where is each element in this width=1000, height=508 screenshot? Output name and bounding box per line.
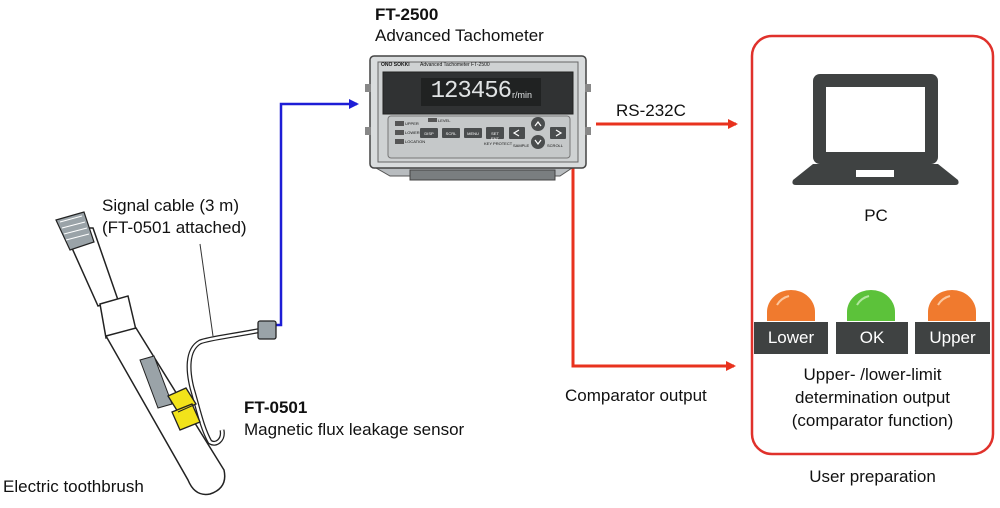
up-arrow-icon (534, 121, 542, 127)
comparator-output-label: Comparator output (565, 386, 707, 405)
lamp-ok-icon (847, 290, 895, 321)
display-unit: r/min (512, 90, 532, 100)
comparator-description-line2: determination output (795, 388, 950, 407)
sensor-model: FT-0501 (244, 398, 308, 417)
level-label: LEVEL (438, 118, 451, 123)
sub-label: SCROLL (547, 143, 564, 148)
left-arrow-button[interactable] (509, 127, 525, 139)
right-arrow-icon (555, 129, 563, 137)
sub-label: SAMPLE (513, 143, 530, 148)
sensor-icon (167, 387, 201, 431)
pc-label: PC (864, 206, 888, 225)
panel-brand: ONO SOKKI (381, 62, 410, 68)
lamp-upper-icon (928, 290, 976, 321)
signal-cable-label-line2: (FT-0501 attached) (102, 218, 247, 237)
lamp-lower-icon (767, 290, 815, 321)
toothbrush-icon (55, 211, 226, 496)
button-label: SCRL (445, 131, 457, 136)
user-preparation-label: User preparation (809, 467, 936, 486)
indicator-led (395, 121, 404, 126)
indicator-label: LOCATION (405, 139, 426, 144)
comparator-description-line1: Upper- /lower-limit (803, 365, 942, 384)
down-arrow-icon (534, 139, 542, 145)
button-disp[interactable] (420, 128, 438, 138)
cable-connector-icon (257, 320, 277, 340)
button-label: MENU (467, 131, 479, 136)
lamp-ok-label: OK (836, 322, 908, 354)
button-set-ent[interactable] (486, 127, 504, 139)
comparator-description-line3: (comparator function) (791, 411, 954, 430)
lamp-upper-label: Upper (915, 322, 990, 354)
right-arrow-button[interactable] (550, 127, 566, 139)
signal-line (275, 99, 359, 327)
lamp-lower-label: Lower (754, 322, 828, 354)
indicator-led (395, 139, 404, 144)
tachometer-name: Advanced Tachometer (375, 26, 544, 45)
indicator-label: UPPER (405, 121, 419, 126)
tachometer-device (365, 55, 591, 181)
indicator-led (395, 130, 404, 135)
button-scrl[interactable] (442, 128, 460, 138)
user-preparation-box (750, 34, 995, 456)
laptop-icon (792, 74, 959, 185)
sensor-name: Magnetic flux leakage sensor (244, 420, 465, 439)
indicator-label: LOWER (405, 130, 420, 135)
cable-pointer-line (199, 243, 214, 337)
button-label: SET ENT (491, 131, 499, 141)
up-arrow-button[interactable] (531, 117, 545, 131)
toothbrush-label: Electric toothbrush (3, 477, 144, 496)
left-arrow-icon (512, 129, 520, 137)
button-label: DISP (424, 131, 434, 136)
signal-cable-label-line1: Signal cable (3 m) (102, 196, 240, 215)
down-arrow-button[interactable] (531, 135, 545, 149)
level-led (428, 118, 437, 122)
panel-title: Advanced Tachometer FT-2500 (420, 62, 490, 68)
display-value: 123456 (430, 78, 512, 105)
tachometer-model: FT-2500 (375, 5, 439, 24)
button-menu[interactable] (464, 128, 482, 138)
sub-label: KEY PROTECT (484, 141, 513, 146)
rs232c-label: RS-232C (616, 101, 686, 120)
comparator-arrow (571, 157, 736, 371)
